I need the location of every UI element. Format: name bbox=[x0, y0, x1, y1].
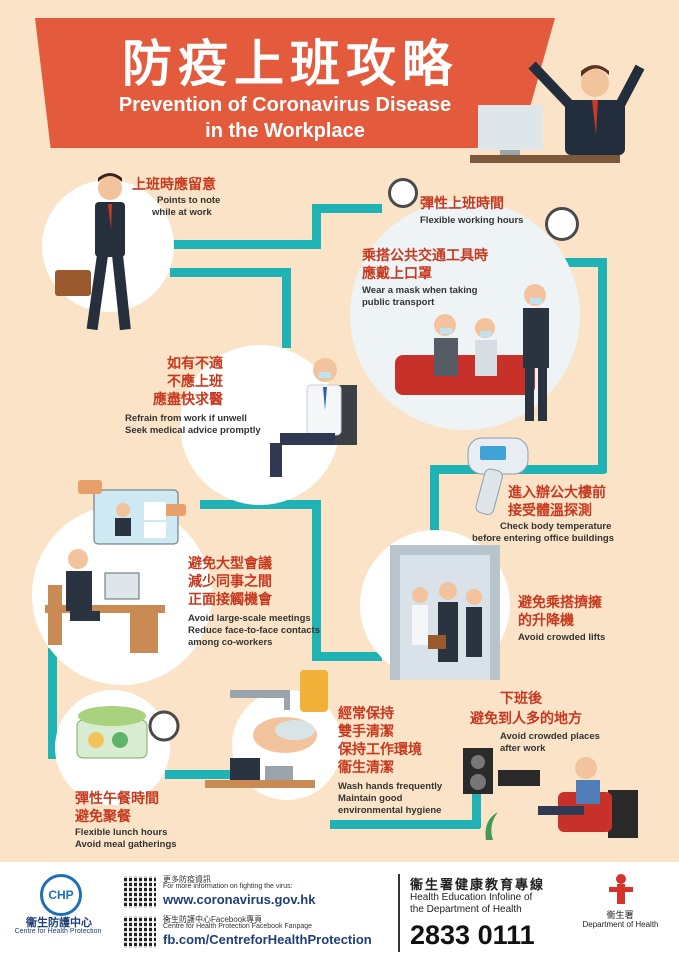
path-segment bbox=[165, 770, 245, 779]
thermometer-gun-icon bbox=[467, 437, 529, 515]
clock-icon bbox=[388, 178, 418, 208]
website-link[interactable]: www.coronavirus.gov.hk bbox=[163, 892, 316, 907]
after-work-heading-zh-2: 避免到人多的地方 bbox=[470, 711, 582, 727]
meetings-heading-zh-1: 避免大型會議 bbox=[188, 556, 272, 572]
flexible-hours-heading-zh: 彈性上班時間 bbox=[420, 196, 504, 212]
lifts-heading-zh-2: 的升降機 bbox=[518, 613, 574, 629]
hygiene-label-en-2: Maintain good bbox=[338, 793, 403, 804]
path-segment bbox=[560, 258, 605, 267]
temperature-heading-zh-2: 接受體溫探測 bbox=[508, 503, 592, 519]
handwashing-illustration bbox=[205, 670, 328, 788]
infoline-en-2: the Department of Health bbox=[410, 904, 522, 915]
infoline-zh: 衞生署健康教育專線 bbox=[410, 877, 546, 892]
path-segment bbox=[48, 648, 57, 758]
title-zh: 防疫上班攻略 bbox=[122, 35, 458, 93]
unwell-label-en-2: Seek medical advice promptly bbox=[125, 425, 261, 436]
transport-label-en-2: public transport bbox=[362, 297, 435, 308]
poster: 防疫上班攻略 Prevention of Coronavirus Disease… bbox=[32, 18, 645, 850]
after-work-heading-zh-1: 下班後 bbox=[500, 691, 542, 707]
transport-heading-zh-1: 乘搭公共交通工具時 bbox=[362, 248, 488, 264]
chp-name-en: Centre for Health Protection bbox=[14, 928, 102, 935]
chp-logo-text: CHP bbox=[48, 888, 74, 902]
path-segment bbox=[312, 500, 321, 660]
unwell-heading-zh-3: 應盡快求醫 bbox=[153, 392, 223, 408]
qr-code-facebook-icon bbox=[124, 916, 156, 948]
hygiene-heading-zh-3: 保持工作環境 bbox=[338, 742, 422, 758]
meetings-label-en-1: Avoid large-scale meetings bbox=[188, 613, 311, 624]
footer: CHP 衞生防護中心 Centre for Health Protection … bbox=[0, 862, 679, 960]
facebook-link[interactable]: fb.com/CentreforHealthProtection bbox=[163, 932, 372, 947]
infoline-phone[interactable]: 2833 0111 bbox=[410, 920, 535, 950]
businessman-briefcase-illustration bbox=[55, 173, 131, 331]
crowded-lift-illustration bbox=[390, 545, 500, 680]
video-call-screen-illustration bbox=[78, 480, 186, 545]
infoline-en-1: Health Education Infoline of bbox=[410, 892, 533, 903]
office-worker-desk-illustration bbox=[45, 549, 165, 653]
meetings-heading-zh-2: 減少同事之間 bbox=[188, 574, 272, 590]
hygiene-label-en-3: environmental hygiene bbox=[338, 805, 442, 816]
after-work-label-en-1: Avoid crowded places bbox=[500, 731, 600, 742]
title-en-line2: in the Workplace bbox=[205, 120, 365, 142]
transport-label-en-1: Wear a mask when taking bbox=[362, 285, 478, 296]
path-segment bbox=[170, 240, 320, 249]
path-segment bbox=[430, 465, 439, 545]
fb-page-en: Centre for Health Protection Facebook Fa… bbox=[163, 923, 313, 930]
lunch-heading-zh-2: 避免聚餐 bbox=[75, 809, 131, 825]
department-of-health-logo-icon bbox=[606, 872, 636, 906]
lifts-heading-zh-1: 避免乘搭擠擁 bbox=[518, 595, 602, 611]
unwell-label-en-1: Refrain from work if unwell bbox=[125, 413, 247, 424]
temperature-heading-zh-1: 進入辦公大樓前 bbox=[508, 485, 606, 501]
path-segment bbox=[312, 652, 382, 661]
lunch-label-en-2: Avoid meal gatherings bbox=[75, 839, 177, 850]
lunchbox-illustration bbox=[76, 706, 180, 759]
hygiene-heading-zh-2: 雙手清潔 bbox=[338, 724, 394, 740]
title-en: Prevention of Coronavirus Disease in the… bbox=[55, 92, 515, 144]
doh-name-zh: 衞生署 bbox=[606, 910, 634, 920]
temperature-label-en-1: Check body temperature bbox=[500, 521, 612, 532]
meetings-heading-zh-3: 正面接觸機會 bbox=[188, 592, 272, 608]
more-info-zh: 更多防疫資訊 bbox=[163, 875, 211, 884]
chp-name-zh: 衞生防護中心 bbox=[26, 917, 92, 929]
hygiene-heading-zh-1: 經常保持 bbox=[338, 706, 394, 722]
points-label-en-2: while at work bbox=[152, 207, 212, 218]
hygiene-heading-zh-4: 衞生清潔 bbox=[338, 760, 394, 776]
hygiene-label-en-1: Wash hands frequently bbox=[338, 781, 443, 792]
relaxing-at-home-illustration bbox=[463, 748, 638, 840]
transport-heading-zh-2: 應戴上口罩 bbox=[362, 266, 432, 282]
unwell-heading-zh-1: 如有不適 bbox=[167, 356, 223, 372]
flexible-hours-label-en: Flexible working hours bbox=[420, 215, 524, 226]
meetings-label-en-3: among co-workers bbox=[188, 637, 273, 648]
path-segment bbox=[312, 204, 321, 249]
qr-code-icon bbox=[124, 876, 156, 908]
celebrating-worker-illustration bbox=[470, 61, 645, 163]
title-banner bbox=[35, 18, 555, 148]
lunch-heading-zh-1: 彈性午餐時間 bbox=[75, 791, 159, 807]
unwell-heading-zh-2: 不應上班 bbox=[167, 374, 223, 390]
after-work-label-en-2: after work bbox=[500, 743, 546, 754]
doh-name-en: Department of Health bbox=[582, 920, 659, 929]
path-segment bbox=[598, 258, 607, 473]
fb-page-zh: 衞生防護中心Facebook專頁 bbox=[163, 915, 263, 924]
passengers-with-masks-illustration bbox=[395, 284, 549, 421]
points-heading-zh: 上班時應留意 bbox=[132, 177, 216, 193]
footer-divider bbox=[398, 874, 400, 952]
temperature-label-en-2: before entering office buildings bbox=[472, 533, 614, 544]
path-segment bbox=[312, 204, 382, 213]
lifts-label-en: Avoid crowded lifts bbox=[518, 632, 606, 643]
path-segment bbox=[472, 790, 481, 828]
chp-logo-icon: CHP bbox=[40, 874, 82, 916]
title-en-line1: Prevention of Coronavirus Disease bbox=[118, 94, 452, 116]
doctor-illustration bbox=[270, 358, 357, 477]
path-segment bbox=[282, 268, 291, 348]
path-segment bbox=[170, 268, 290, 277]
clock-icon-2 bbox=[545, 207, 579, 241]
lunch-label-en-1: Flexible lunch hours bbox=[75, 827, 168, 838]
path-segment bbox=[330, 820, 480, 829]
more-info-en: For more information on fighting the vir… bbox=[163, 883, 293, 890]
meetings-label-en-2: Reduce face-to-face contacts bbox=[188, 625, 320, 636]
points-label-en-1: Points to note bbox=[157, 195, 221, 206]
